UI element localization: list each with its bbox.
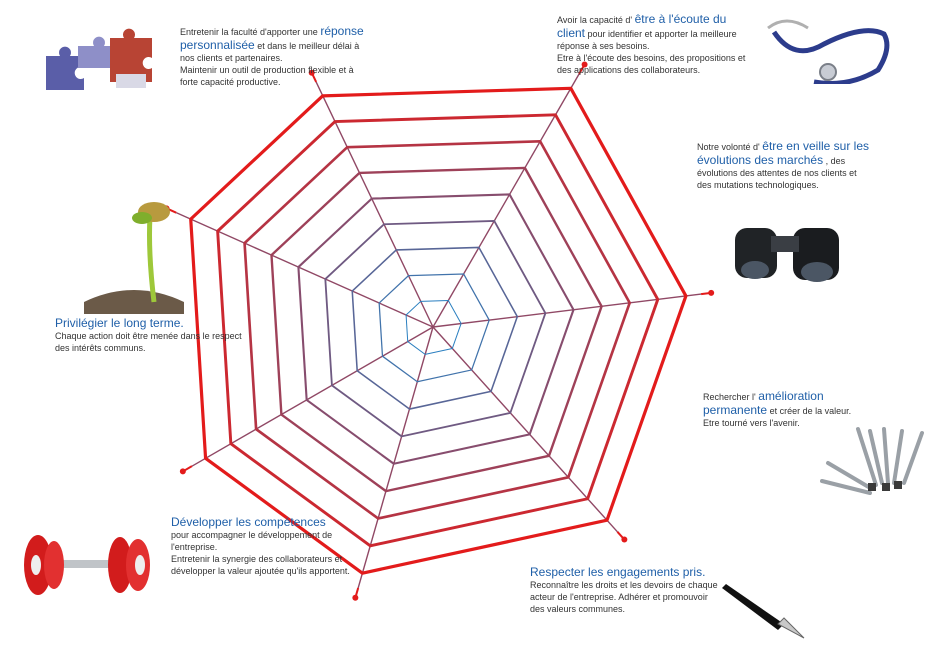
web-ring [324,220,547,438]
competences-highlight: Développer les compétences [171,515,326,529]
competences-extra: Entretenir la synergie des collaborateur… [171,554,350,576]
longterme-highlight: Privilégier le long terme. [55,316,184,330]
web-anchor-dot [352,594,359,601]
reponse-post: et dans le meilleur délai à nos clients … [180,41,360,63]
web-ring [297,193,575,465]
web-ring [378,273,490,383]
fountain-pen-icon [722,584,805,639]
engagements-post: Reconnaître les droits et les devoirs de… [530,580,718,614]
ecoute-text-block: Avoir la capacité d' être à l'écoute du … [557,12,757,76]
veille-pre: Notre volonté d' [697,142,760,152]
web-ring [189,86,688,575]
competences-text-block: Développer les compétences pour accompag… [171,515,357,577]
web-ring [243,140,632,520]
reponse-text-block: Entretenir la faculté d'apporter une rép… [180,24,366,88]
web-ring [405,299,462,355]
web-anchor-dot [581,61,588,68]
longterme-post: Chaque action doit être menée dans le re… [55,331,242,353]
wrench-set-icon [820,427,924,495]
longterme-text-block: Privilégier le long terme. Chaque action… [55,316,243,354]
reponse-highlight: réponse personnalisée [180,24,364,52]
web-anchor-dot [708,289,715,296]
web-anchor-dot [621,536,628,543]
amelioration-pre: Rechercher l' [703,392,756,402]
web-anchor-dot [179,468,186,475]
web-ring [216,113,660,548]
reponse-extra: Maintenir un outil de production flexibl… [180,65,354,87]
veille-highlight: être en veille sur les évolutions des ma… [697,139,869,167]
reponse-pre: Entretenir la faculté d'apporter une [180,27,318,37]
ecoute-extra: Etre à l'écoute des besoins, des proposi… [557,53,746,75]
ecoute-pre: Avoir la capacité d' [557,15,633,25]
stethoscope-icon [767,19,890,84]
veille-post: , des évolutions des attentes de nos cli… [697,156,857,190]
amelioration-text-block: Rechercher l' amélioration permanente et… [703,389,883,429]
ecoute-highlight: être à l'écoute du client [557,12,727,40]
ecoute-post: pour identifier et apporter la meilleure… [557,29,737,51]
amelioration-extra: Etre tourné vers l'avenir. [703,418,800,428]
veille-text-block: Notre volonté d' être en veille sur les … [697,139,869,191]
web-spoke [175,212,434,328]
puzzle-icon [46,28,152,90]
web-spoke [432,73,580,328]
engagements-highlight: Respecter les engagements pris. [530,565,706,579]
dumbbell-icon [24,535,150,595]
binoculars-icon [735,228,839,282]
web-anchor-dot [308,69,315,76]
amelioration-post: et créer de la valeur. [769,406,852,416]
competences-post: pour accompagner le développement de l'e… [171,530,333,552]
sprout-icon [84,202,184,314]
web-ring [270,166,603,493]
engagements-text-block: Respecter les engagements pris. Reconnaî… [530,565,720,615]
amelioration-highlight: amélioration permanente [703,389,824,417]
web-ring [351,246,519,410]
